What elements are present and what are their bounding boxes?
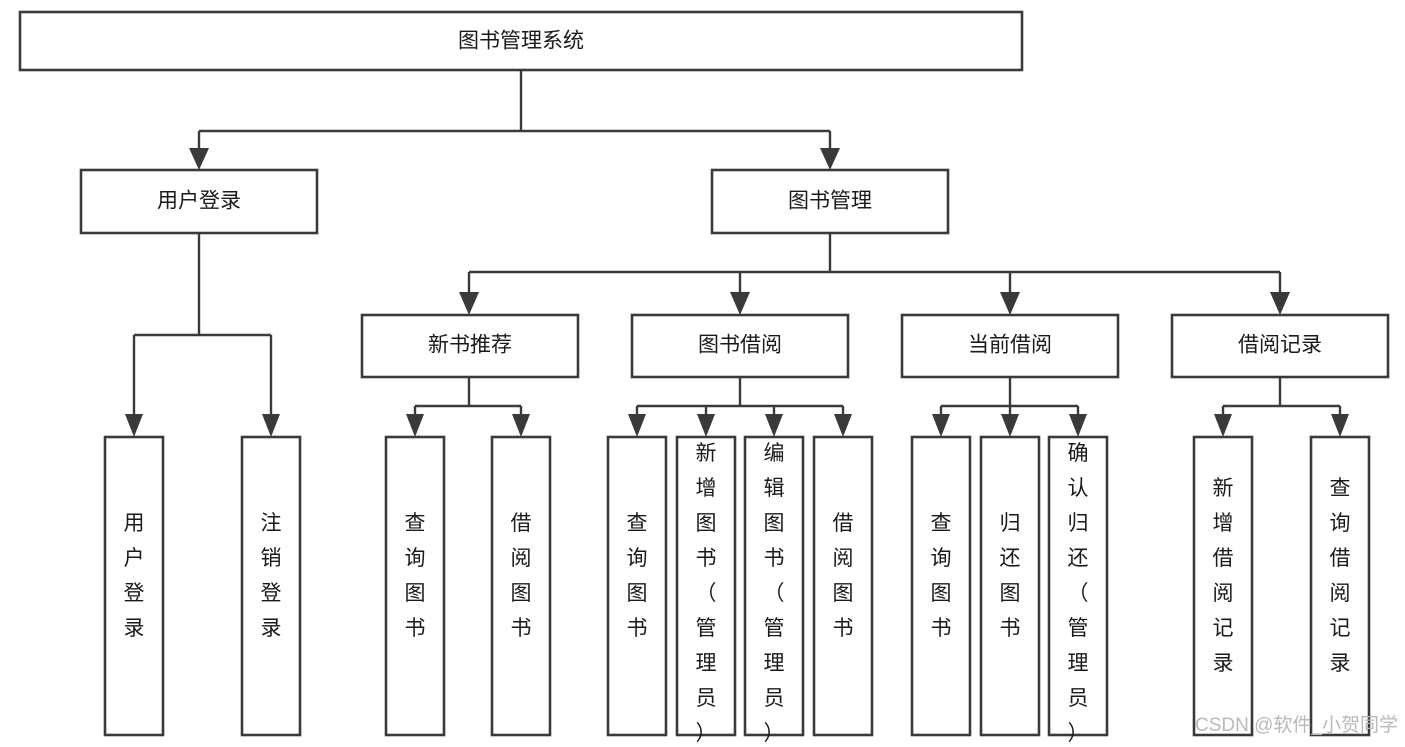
- arrow-leaf-user-login: [125, 414, 143, 437]
- node-leaf-add-book-admin[interactable]: 新增图书（管理员）: [675, 435, 737, 745]
- leaf-box[interactable]: [812, 435, 874, 737]
- node-new-book-recommend[interactable]: 新书推荐: [360, 313, 580, 379]
- root-box[interactable]: [18, 10, 1024, 72]
- leaf-label: 查询图书: [931, 512, 952, 640]
- arrow-newbook-leaf1: [406, 414, 424, 437]
- leaf-label: 用户登录: [124, 512, 145, 640]
- arrow-bb-leaf3: [765, 414, 783, 437]
- leaf-label: 查询图书: [405, 512, 426, 640]
- leaf-label: 新增借阅记录: [1213, 477, 1234, 675]
- leaf-label: 归还图书: [1000, 512, 1021, 640]
- book-management-box[interactable]: [710, 168, 950, 235]
- leaf-box[interactable]: [1309, 435, 1371, 737]
- leaf-label: 编辑图书（管理员）: [764, 442, 785, 745]
- arrow-bb-leaf4: [834, 414, 852, 437]
- borrow-record-box[interactable]: [1170, 313, 1390, 379]
- book-borrow-box[interactable]: [630, 313, 850, 379]
- leaf-box[interactable]: [910, 435, 972, 737]
- arrow-cb-leaf3: [1069, 414, 1087, 437]
- leaf-box[interactable]: [1047, 435, 1109, 737]
- leaf-box[interactable]: [1192, 435, 1254, 737]
- arrow-to-current-borrow: [1000, 292, 1020, 315]
- arrow-br-leaf2: [1331, 414, 1349, 437]
- leaf-box[interactable]: [675, 435, 737, 737]
- node-leaf-query-book-bb[interactable]: 查询图书: [606, 435, 668, 737]
- node-leaf-logout[interactable]: 注销登录: [240, 435, 302, 737]
- leaf-box[interactable]: [103, 435, 165, 737]
- connector-group: [125, 70, 1349, 437]
- node-current-borrow[interactable]: 当前借阅: [900, 313, 1120, 379]
- arrow-bb-leaf2: [697, 414, 715, 437]
- root-label: 图书管理系统: [458, 30, 584, 53]
- node-book-borrow[interactable]: 图书借阅: [630, 313, 850, 379]
- arrow-to-borrow-record: [1270, 292, 1290, 315]
- node-leaf-borrow-book-bb[interactable]: 借阅图书: [812, 435, 874, 737]
- leaf-box[interactable]: [240, 435, 302, 737]
- arrow-newbook-leaf2: [512, 414, 530, 437]
- user-login-box[interactable]: [79, 168, 319, 235]
- book-borrow-label: 图书借阅: [698, 334, 782, 357]
- arrow-bb-leaf1: [628, 414, 646, 437]
- node-leaf-borrow-book-nb[interactable]: 借阅图书: [490, 435, 552, 737]
- node-book-management[interactable]: 图书管理: [710, 168, 950, 235]
- node-borrow-record[interactable]: 借阅记录: [1170, 313, 1390, 379]
- borrow-record-label: 借阅记录: [1238, 334, 1322, 357]
- leaf-label: 注销登录: [261, 512, 282, 640]
- csdn-watermark: CSDN @软件_小贺同学: [1195, 714, 1398, 736]
- node-leaf-add-borrow-record[interactable]: 新增借阅记录: [1192, 435, 1254, 737]
- new-book-recommend-box[interactable]: [360, 313, 580, 379]
- leaf-box[interactable]: [490, 435, 552, 737]
- book-management-label: 图书管理: [788, 190, 872, 213]
- node-leaf-return-book[interactable]: 归还图书: [979, 435, 1041, 737]
- leaf-label: 借阅图书: [833, 512, 854, 640]
- arrow-br-leaf1: [1214, 414, 1232, 437]
- leaf-label: 查询借阅记录: [1330, 477, 1351, 675]
- leaf-box[interactable]: [979, 435, 1041, 737]
- arrow-to-user-login: [189, 148, 209, 170]
- new-book-recommend-label: 新书推荐: [428, 334, 512, 357]
- arrow-cb-leaf2: [1001, 414, 1019, 437]
- node-leaf-query-book-cb[interactable]: 查询图书: [910, 435, 972, 737]
- node-leaf-edit-book-admin[interactable]: 编辑图书（管理员）: [743, 435, 805, 745]
- leaf-label: 查询图书: [627, 512, 648, 640]
- node-root-book-management-system[interactable]: 图书管理系统: [18, 10, 1024, 72]
- arrow-cb-leaf1: [932, 414, 950, 437]
- arrow-to-book-manage: [820, 148, 840, 170]
- node-leaf-confirm-return-admin[interactable]: 确认归还（管理员）: [1047, 435, 1109, 745]
- leaf-box[interactable]: [384, 435, 446, 737]
- leaf-label: 确认归还（管理员）: [1068, 442, 1089, 745]
- user-login-label: 用户登录: [157, 190, 241, 213]
- node-leaf-user-login[interactable]: 用户登录: [103, 435, 165, 737]
- leaf-box[interactable]: [743, 435, 805, 737]
- node-user-login[interactable]: 用户登录: [79, 168, 319, 235]
- arrow-leaf-logout: [262, 414, 280, 437]
- arrow-to-book-borrow: [730, 292, 750, 315]
- current-borrow-box[interactable]: [900, 313, 1120, 379]
- node-leaf-query-borrow-record[interactable]: 查询借阅记录: [1309, 435, 1371, 737]
- current-borrow-label: 当前借阅: [968, 334, 1052, 357]
- leaf-box[interactable]: [606, 435, 668, 737]
- leaf-label: 借阅图书: [511, 512, 532, 640]
- leaf-label: 新增图书（管理员）: [696, 442, 717, 745]
- arrow-to-new-book: [459, 292, 479, 315]
- node-leaf-query-book-nb[interactable]: 查询图书: [384, 435, 446, 737]
